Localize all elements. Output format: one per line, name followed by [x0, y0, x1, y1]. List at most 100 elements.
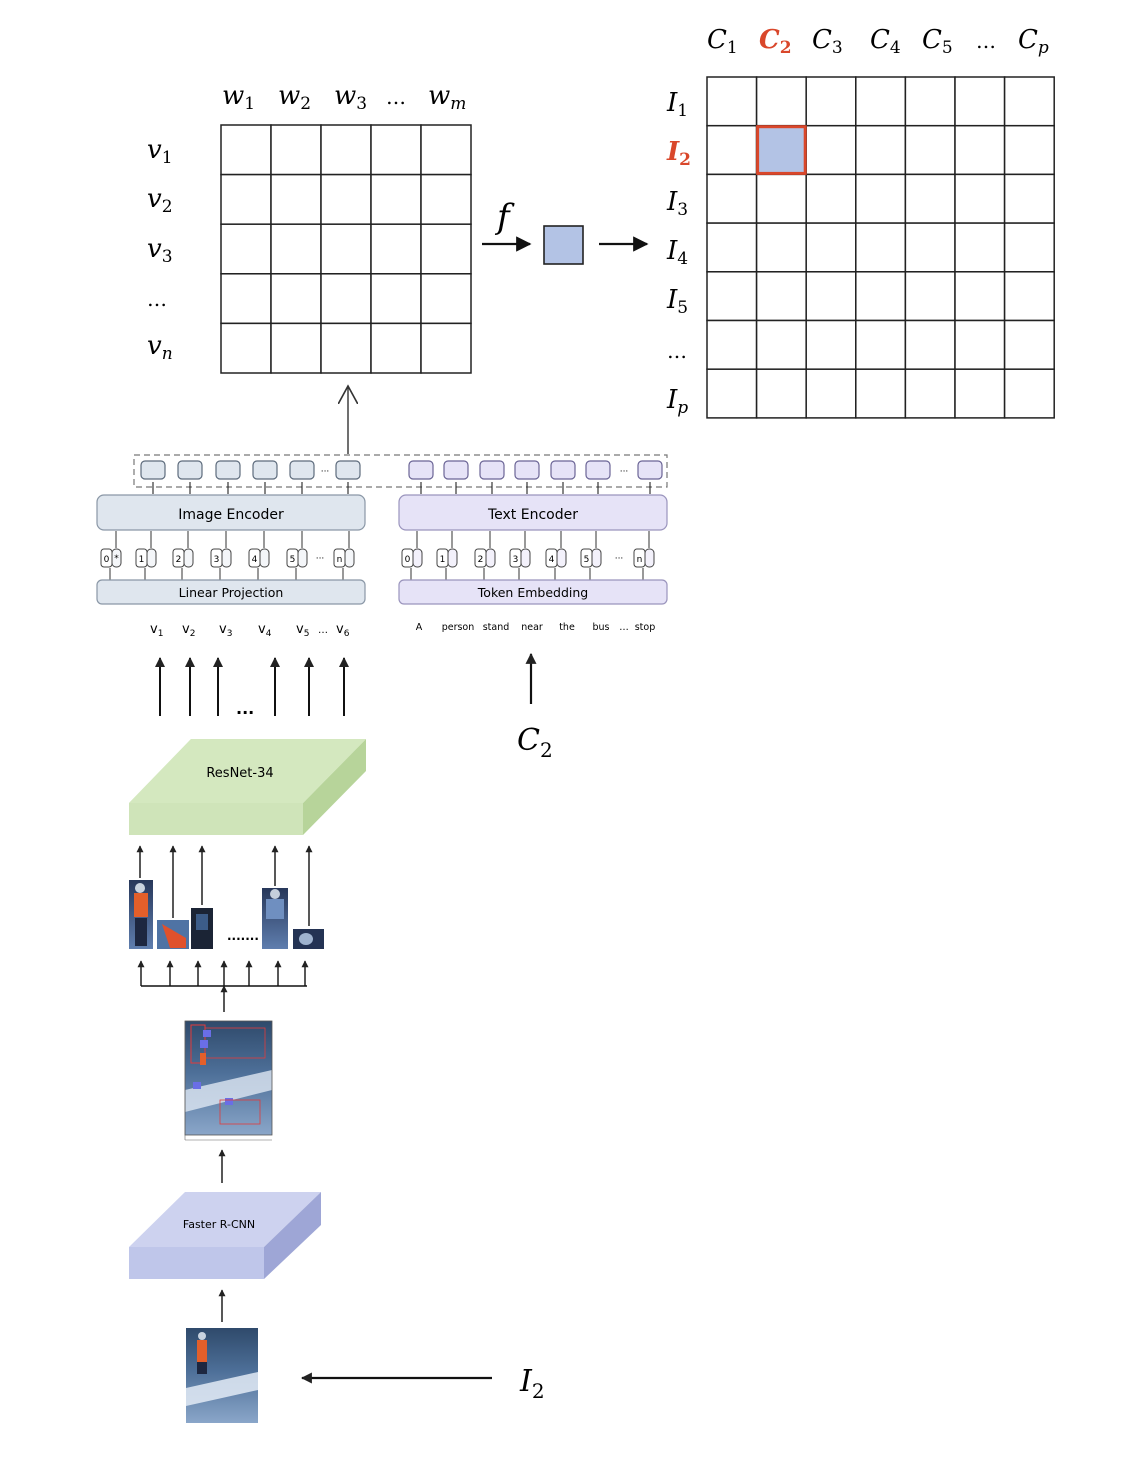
linear-projection: [96, 579, 366, 605]
token-dots: ···: [316, 554, 325, 564]
crop-image: [191, 908, 213, 949]
retrieval-cell: [1003, 319, 1055, 370]
retrieval-cell: [706, 271, 758, 322]
token-word: the: [559, 622, 575, 633]
token-vector: [447, 548, 458, 568]
image-embedding-box: [252, 460, 278, 480]
row-label-v1: v1: [147, 135, 173, 168]
retrieval-cell: [706, 76, 758, 127]
scoring-function: f: [482, 197, 649, 265]
retrieval-cell: [904, 271, 956, 322]
matrix-cell: [270, 124, 322, 176]
caption-tokens: A person stand near the bus … stop: [416, 622, 656, 633]
region-crops: .......: [129, 880, 324, 949]
position-id: 3: [214, 555, 220, 565]
retrieval-cell: [805, 124, 857, 176]
crop-image: [262, 888, 288, 949]
col-label-ellipsis: …: [386, 85, 406, 109]
retrieval-cell: [855, 271, 907, 322]
row-label-v3: v3: [147, 234, 173, 267]
similarity-column-labels: w1 w2 w3 … wm: [222, 81, 466, 114]
retrieval-cell: [954, 368, 1006, 419]
resnet-output-arrows: [155, 657, 349, 716]
matrix-cell: [370, 124, 422, 176]
retrieval-cell: [755, 222, 807, 273]
position-id: 1: [139, 555, 145, 565]
col-label-w3: w3: [334, 81, 367, 114]
retrieval-cell: [706, 124, 758, 176]
text-embedding-box: [550, 460, 576, 480]
token-vector: [221, 548, 232, 568]
token-vector: [183, 548, 194, 568]
input-ellipsis: …: [318, 625, 328, 636]
token-word: stop: [635, 622, 656, 633]
highlighted-cell: [756, 125, 807, 175]
retrieval-cell: [755, 271, 807, 322]
matrix-cell: [370, 223, 422, 275]
position-id: 4: [549, 555, 555, 565]
retrieval-cell: [904, 222, 956, 273]
image-embedding-box: [215, 460, 241, 480]
text-encoder: [398, 494, 668, 531]
text-encoder-label: Text Encoder: [487, 507, 578, 523]
retrieval-cell: [706, 368, 758, 419]
retrieval-cell: [706, 173, 758, 224]
position-id: n: [637, 555, 643, 565]
input-v5: v5: [296, 622, 309, 639]
position-id: 0: [104, 555, 110, 565]
retrieval-matrix: C1 C2 C3 C4 C5 … Cp I1 I2 I3 I4 I5 … Ip: [666, 25, 1055, 419]
retrieval-cell: [1003, 222, 1055, 273]
token-vector: [412, 548, 423, 568]
token-vector: [111, 548, 122, 568]
position-id: 5: [290, 555, 296, 565]
image-input-label: I2: [519, 1364, 545, 1403]
matrix-cell: [220, 124, 272, 176]
matrix-cell: [320, 124, 372, 176]
similarity-grid: [220, 124, 472, 374]
retrieval-cell: [904, 173, 956, 224]
retrieval-cell: [954, 124, 1006, 176]
matrix-cell: [320, 173, 372, 225]
retrieval-cell: [805, 173, 857, 224]
input-v6: v6: [336, 622, 350, 639]
col-label-w2: w2: [278, 81, 311, 114]
token-ellipsis: …: [619, 622, 629, 633]
retrieval-cell: [1003, 76, 1055, 127]
text-embedding-box: [479, 460, 505, 480]
position-id: 0: [405, 555, 411, 565]
matrix-cell: [370, 322, 422, 374]
position-id: 5: [584, 555, 590, 565]
col-label-c3: C3: [812, 25, 843, 58]
matrix-cell: [270, 173, 322, 225]
image-input: I2: [300, 1364, 545, 1403]
embedding-dots: ···: [321, 467, 330, 477]
retrieval-cell: [855, 368, 907, 419]
token-embedding: [398, 579, 668, 605]
retrieval-cell: [855, 124, 907, 176]
row-label-i2: I2: [666, 137, 691, 170]
matrix-cell: [220, 322, 272, 374]
row-label-i1: I1: [666, 88, 688, 121]
col-label-cp: Cp: [1018, 25, 1049, 58]
similarity-row-labels: v1 v2 v3 … vn: [147, 135, 173, 364]
retrieval-cell: [755, 319, 807, 370]
faster-rcnn-label: Faster R-CNN: [183, 1218, 255, 1231]
image-embedding-box: [177, 460, 203, 480]
token-vector: [591, 548, 602, 568]
retrieval-cell: [855, 173, 907, 224]
retrieval-cell: [805, 368, 857, 419]
matrix-cell: [270, 273, 322, 325]
image-embedding-box: [335, 460, 361, 480]
col-label-c5: C5: [922, 25, 953, 58]
token-word: A: [416, 622, 423, 633]
crop-image: [293, 929, 324, 949]
caption-input-label: C2: [517, 723, 553, 762]
embedding-dashed-box: [133, 454, 668, 488]
matrix-cell: [220, 223, 272, 275]
token-vector: [556, 548, 567, 568]
retrieval-cell: [904, 76, 956, 127]
image-embedding-box: [289, 460, 315, 480]
